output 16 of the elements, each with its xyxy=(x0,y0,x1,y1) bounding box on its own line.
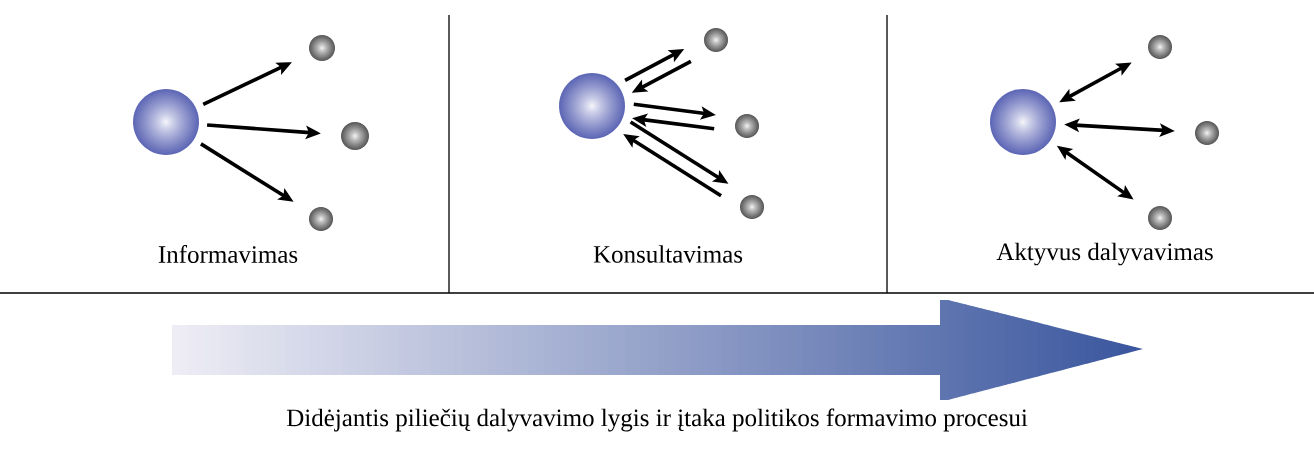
small-sphere xyxy=(341,122,369,150)
small-sphere xyxy=(740,195,764,219)
scale-caption: Didėjantis piliečių dalyvavimo lygis ir įtaka politikos formavimo procesui xyxy=(286,408,1028,432)
small-sphere xyxy=(1195,121,1219,145)
large-sphere xyxy=(990,89,1056,155)
small-sphere xyxy=(1148,206,1172,230)
small-sphere xyxy=(309,35,335,61)
small-sphere xyxy=(704,28,728,52)
large-sphere xyxy=(133,89,199,155)
panel-caption: Konsultavimas xyxy=(593,245,743,263)
panel-caption: Informavimas xyxy=(158,245,298,263)
panel-caption: Aktyvus dalyvavimas xyxy=(996,242,1213,266)
small-sphere xyxy=(1148,35,1172,59)
small-sphere xyxy=(735,114,759,138)
small-sphere xyxy=(309,207,333,231)
large-sphere xyxy=(559,73,625,139)
